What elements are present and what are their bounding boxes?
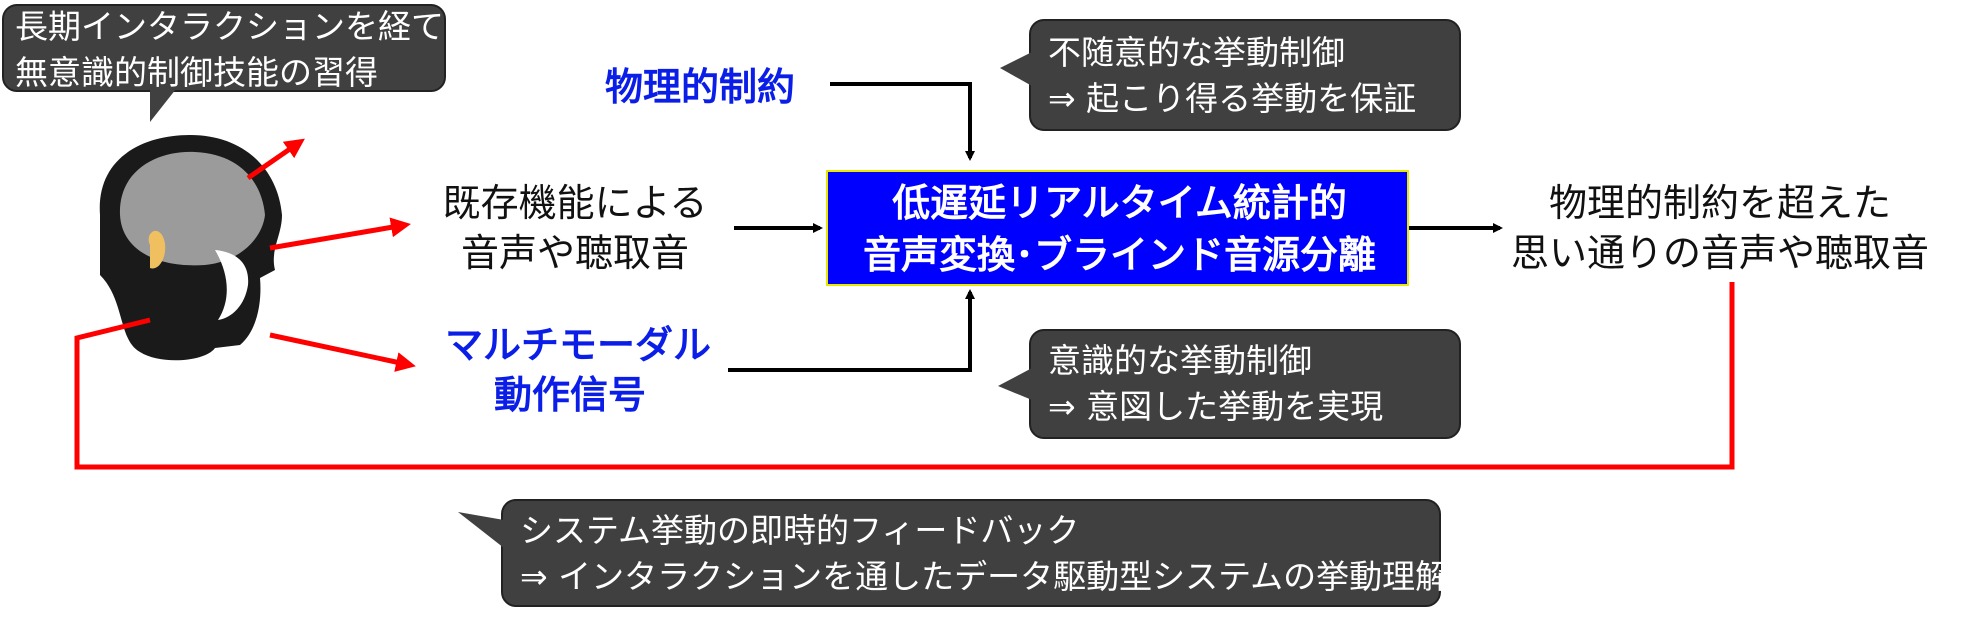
output-line1: 物理的制約を超えた xyxy=(1548,181,1891,225)
callout-bottom: システム挙動の即時的フィードバック ⇒ インタラクションを通したデータ駆動型シス… xyxy=(520,508,1448,600)
callout-bubble-top-right xyxy=(1000,19,1461,131)
red-arrow-up xyxy=(246,138,305,181)
callout-top-left-line2: 無意識的制御技能の習得 xyxy=(15,53,378,92)
existing-function-line1: 既存機能による xyxy=(442,181,708,225)
center-box-line1: 低遅延リアルタイム統計的 xyxy=(892,181,1347,225)
output-line2: 思い通りの音声や聴取音 xyxy=(1510,231,1929,275)
head-profile-icon xyxy=(99,135,282,361)
center-process-box: 低遅延リアルタイム統計的 音声変換･ブラインド音源分離 xyxy=(826,170,1409,286)
callout-bottom-line2: ⇒ インタラクションを通したデータ駆動型システムの挙動理解 xyxy=(520,557,1449,596)
callout-top-right-line2: ⇒ 起こり得る挙動を保証 xyxy=(1048,79,1417,118)
multimodal-signal-label: マルチモーダル 動作信号 xyxy=(445,320,712,420)
callout-bubble-mid-right xyxy=(998,329,1461,439)
callout-mid-right: 意識的な挙動制御 ⇒ 意図した挙動を実現 xyxy=(1048,338,1383,430)
red-arrow-low xyxy=(269,332,416,372)
callout-top-right-line1: 不随意的な挙動制御 xyxy=(1048,33,1345,72)
multimodal-connector xyxy=(728,289,975,372)
feedback-loop-line xyxy=(74,282,1735,470)
callout-bubble-top-left xyxy=(2,4,446,122)
callout-bubble-bottom xyxy=(458,499,1441,607)
existing-function-line2: 音声や聴取音 xyxy=(460,231,689,275)
multimodal-signal-line2: 動作信号 xyxy=(493,373,646,417)
callout-bottom-line1: システム挙動の即時的フィードバック xyxy=(520,511,1080,550)
existing-function-label: 既存機能による 音声や聴取音 xyxy=(430,178,720,278)
center-box-line2: 音声変換･ブラインド音源分離 xyxy=(862,233,1376,277)
callout-mid-right-line1: 意識的な挙動制御 xyxy=(1048,341,1312,380)
multimodal-signal-line1: マルチモーダル xyxy=(445,323,712,367)
callout-top-left: 長期インタラクションを経て 無意識的制御技能の習得 xyxy=(15,4,444,96)
physical-constraint-label: 物理的制約 xyxy=(605,65,796,109)
callout-top-right: 不随意的な挙動制御 ⇒ 起こり得る挙動を保証 xyxy=(1048,30,1416,122)
physical-constraint-connector xyxy=(830,82,975,161)
red-arrow-mid xyxy=(269,217,411,251)
output-label: 物理的制約を超えた 思い通りの音声や聴取音 xyxy=(1500,178,1940,278)
callout-mid-right-line2: ⇒ 意図した挙動を実現 xyxy=(1048,387,1384,426)
callout-top-left-line1: 長期インタラクションを経て xyxy=(15,7,444,46)
